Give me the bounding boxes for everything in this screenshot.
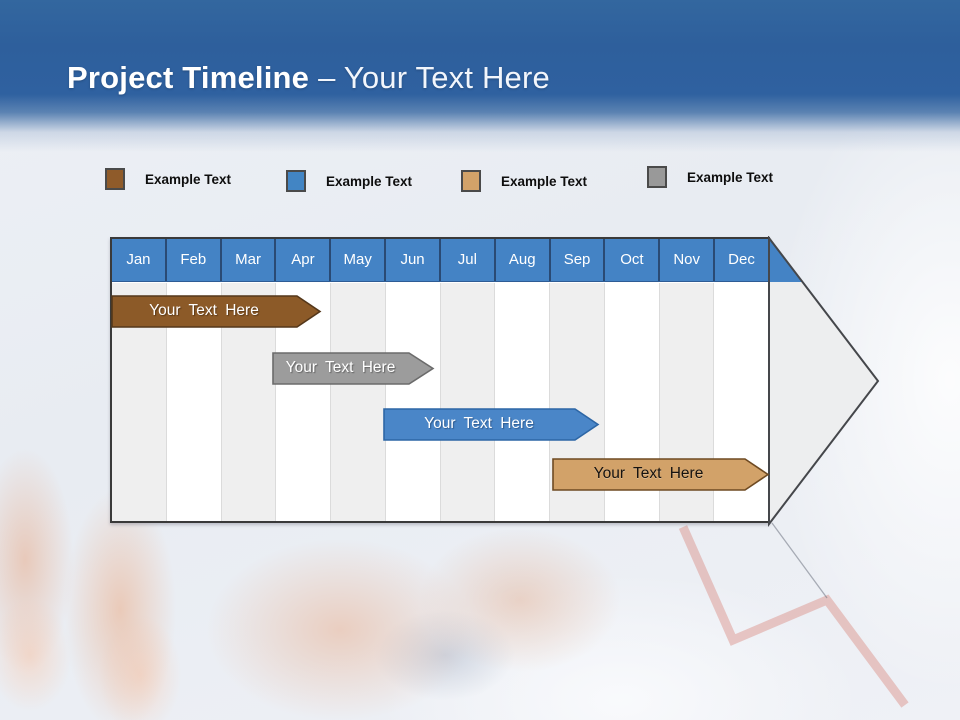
legend-item-blue[interactable]: Example Text — [286, 170, 412, 192]
month-cell-may: May — [331, 239, 387, 281]
legend-swatch-gray — [647, 166, 667, 188]
title-band — [0, 0, 960, 152]
task-bar-2[interactable]: Your Text Here — [272, 352, 435, 385]
month-cell-jun: Jun — [386, 239, 441, 281]
task-bar-4-shape — [552, 458, 770, 491]
legend-item-gray[interactable]: Example Text — [647, 166, 773, 188]
month-cell-sep: Sep — [550, 239, 606, 281]
month-cell-oct: Oct — [605, 239, 661, 281]
month-cell-aug: Aug — [495, 239, 551, 281]
page-title[interactable]: Project Timeline– Your Text Here — [67, 60, 550, 96]
task-bar-3-label[interactable]: Your Text Here — [424, 415, 534, 432]
legend-label: Example Text — [687, 169, 774, 185]
legend-label: Example Text — [501, 173, 588, 189]
title-secondary: – Your Text Here — [318, 60, 550, 95]
month-header-row: Jan Feb Mar Apr May Jun Jul Aug Sep Oct … — [112, 239, 768, 282]
task-bar-3[interactable]: Your Text Here — [383, 408, 600, 441]
legend-swatch-brown — [105, 168, 125, 190]
month-cell-apr: Apr — [276, 239, 332, 281]
month-cell-dec: Dec — [715, 239, 768, 281]
month-cell-nov: Nov — [660, 239, 716, 281]
task-bar-2-shape — [272, 352, 435, 385]
task-bar-1[interactable]: Your Text Here — [111, 295, 322, 328]
month-cell-jan: Jan — [112, 239, 167, 281]
month-cell-mar: Mar — [221, 239, 277, 281]
title-primary: Project Timeline — [67, 60, 310, 95]
task-bar-4-label[interactable]: Your Text Here — [593, 465, 704, 482]
task-bar-3-shape — [383, 408, 600, 441]
month-cell-jul: Jul — [440, 239, 496, 281]
background-red-graph-line — [678, 522, 909, 708]
legend-label: Example Text — [145, 171, 232, 187]
task-bar-1-label[interactable]: Your Text Here — [149, 302, 259, 319]
legend-item-tan[interactable]: Example Text — [461, 170, 587, 192]
task-bar-4[interactable]: Your Text Here — [552, 458, 770, 491]
legend-item-brown[interactable]: Example Text — [105, 168, 231, 190]
chart-arrowhead — [768, 236, 880, 527]
month-cell-feb: Feb — [166, 239, 222, 281]
legend-label: Example Text — [326, 173, 413, 189]
task-bar-1-shape — [111, 295, 322, 328]
legend-swatch-tan — [461, 170, 481, 192]
task-bar-2-label[interactable]: Your Text Here — [285, 359, 396, 376]
legend-swatch-blue — [286, 170, 306, 192]
